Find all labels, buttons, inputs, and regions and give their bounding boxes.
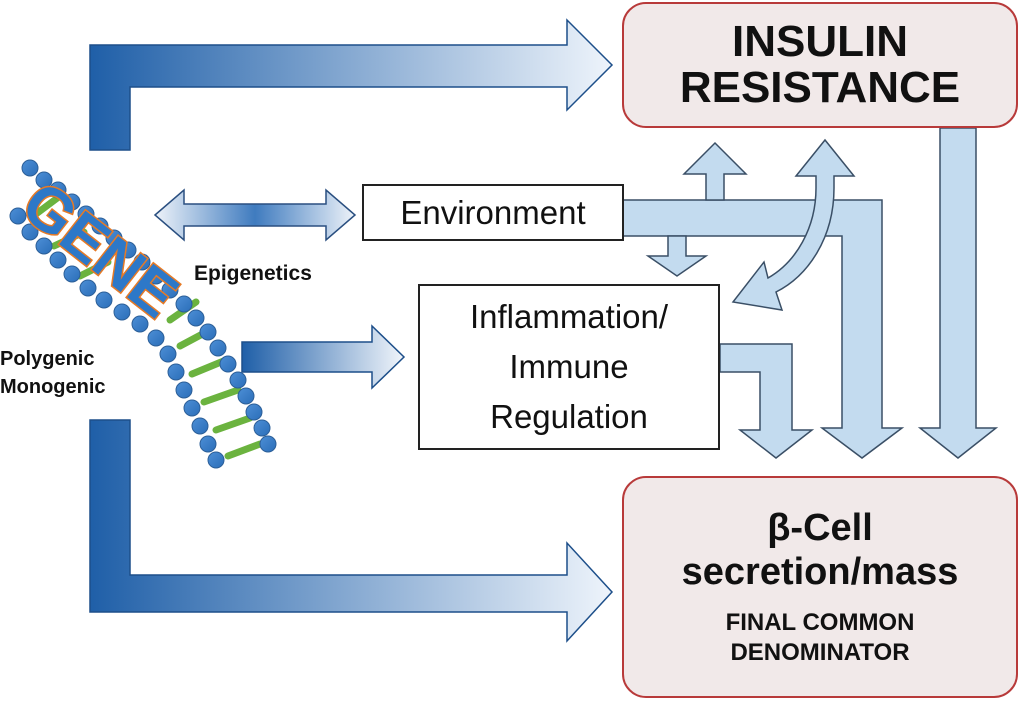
- gene-to-inflammation-arrow: [241, 324, 406, 390]
- beta-cell-title: β-Cell: [767, 507, 873, 549]
- monogenic-label: Monogenic: [0, 376, 106, 398]
- polygenic-label: Polygenic: [0, 348, 95, 370]
- environment-to-insulin-arrow: [682, 141, 748, 201]
- environment-label: Environment: [400, 193, 586, 231]
- gene-to-insulin-arrow: [89, 18, 614, 151]
- beta-cell-subtitle: secretion/mass: [681, 551, 959, 593]
- final-common-text: FINAL COMMON: [725, 609, 915, 636]
- environment-box: Environment: [362, 184, 624, 241]
- inflammation-line2: Immune: [509, 348, 629, 385]
- inflammation-to-beta-arrow: [719, 343, 815, 459]
- environment-to-beta-arrow: [621, 199, 905, 459]
- beta-cell-box: β-Cell secretion/mass FINAL COMMON DENOM…: [622, 476, 1018, 698]
- genetics-type-labels: Polygenic Monogenic: [0, 345, 106, 401]
- epigenetics-double-arrow: [153, 188, 357, 242]
- environment-to-inflammation-arrow: [645, 235, 709, 277]
- gene-to-beta-cell-arrow: [89, 419, 614, 643]
- inflammation-box: Inflammation/ Immune Regulation: [418, 284, 720, 450]
- insulin-resistance-line2: RESISTANCE: [679, 63, 961, 112]
- insulin-inflammation-curved-arrow: [731, 138, 856, 311]
- insulin-resistance-box: INSULIN RESISTANCE: [622, 2, 1018, 128]
- inflammation-line3: Regulation: [490, 398, 648, 435]
- insulin-resistance-line1: INSULIN: [732, 17, 908, 66]
- inflammation-line1: Inflammation/: [469, 298, 669, 335]
- epigenetics-label: Epigenetics: [194, 262, 312, 285]
- insulin-to-beta-arrow: [917, 127, 999, 459]
- denominator-text: DENOMINATOR: [730, 639, 910, 666]
